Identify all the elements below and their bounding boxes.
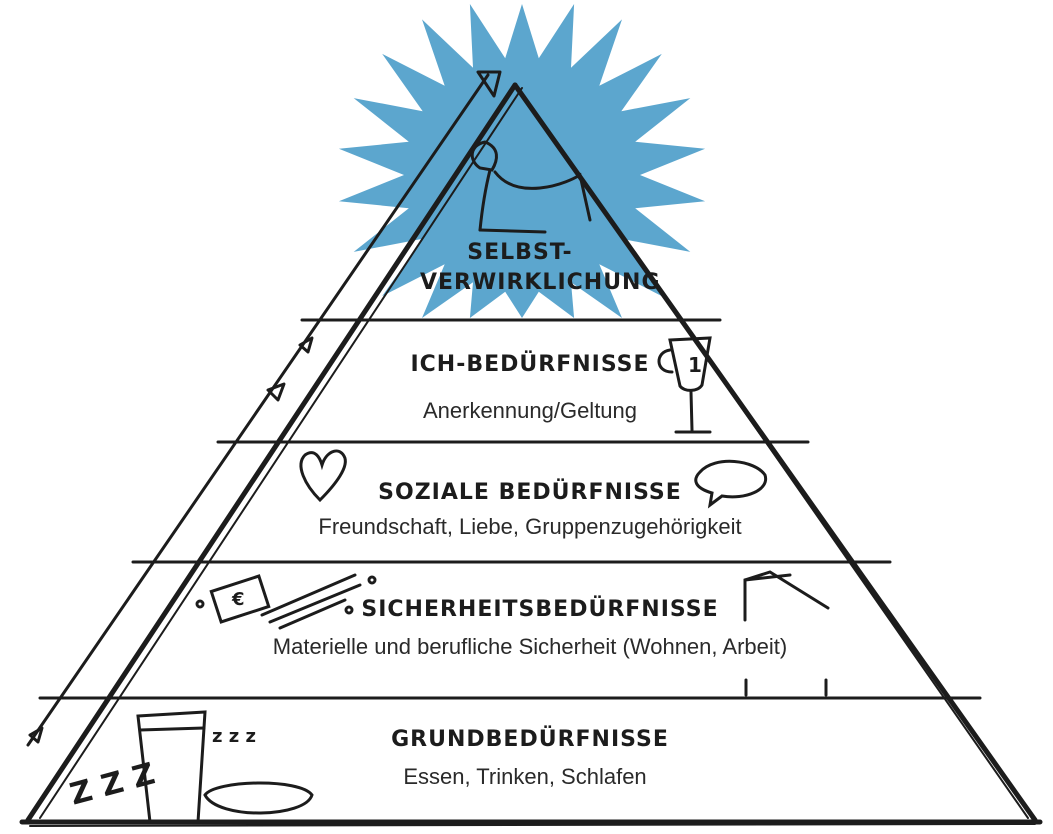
level-subtitle-sicherheit: Materielle und berufliche Sicherheit (Wo…: [272, 634, 788, 659]
money-note-icon: [195, 573, 377, 630]
level-title-ich: ICH-BEDÜRFNISSE: [410, 352, 650, 377]
level-subtitle-grund: Essen, Trinken, Schlafen: [403, 764, 647, 789]
heart-icon: [299, 449, 347, 503]
level-title-selbstverwirklichung: SELBST- VERWIRKLICHUNG: [420, 238, 661, 298]
arrow-icon: [26, 70, 502, 747]
level-title-sicherheit: SICHERHEITSBEDÜRFNISSE: [361, 597, 719, 622]
title-line-1: SELBST-: [467, 240, 573, 265]
trophy-number: 1: [688, 353, 702, 377]
sleep-icon-small: z z z: [212, 726, 256, 747]
glass-icon: [136, 710, 207, 824]
flexed-arm-icon: [470, 140, 592, 234]
house-icon: [743, 570, 830, 697]
sleep-icon: Z Z Z: [66, 756, 158, 812]
level-subtitle-sozial: Freundschaft, Liebe, Gruppenzugehörigkei…: [318, 514, 742, 539]
level-title-sozial: SOZIALE BEDÜRFNISSE: [378, 480, 682, 505]
trophy-icon: [657, 336, 712, 434]
level-subtitle-ich: Anerkennung/Geltung: [422, 398, 638, 423]
level-title-grund: GRUNDBEDÜRFNISSE: [391, 727, 669, 752]
speech-bubble-icon: [694, 459, 768, 509]
starburst: [338, 4, 706, 318]
pyramid-outline: [19, 82, 1043, 827]
title-line-2: VERWIRKLICHUNG: [420, 270, 661, 295]
money-symbol: €: [231, 589, 245, 610]
bowl-icon: [203, 781, 314, 815]
